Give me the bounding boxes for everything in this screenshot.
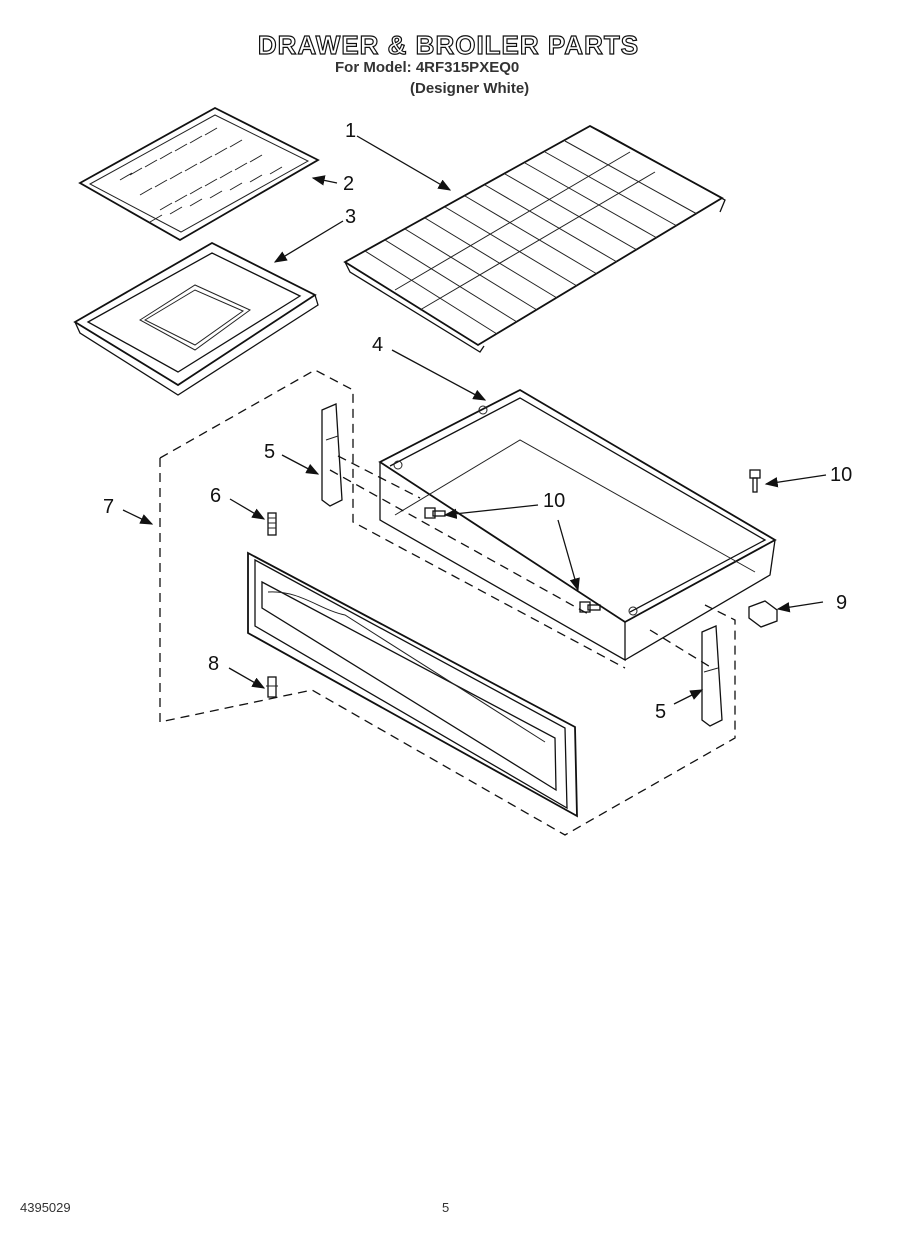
color-line: (Designer White) bbox=[410, 80, 530, 97]
callout-3: 3 bbox=[345, 206, 356, 228]
broiler-grid bbox=[78, 106, 320, 242]
callout-4: 4 bbox=[372, 334, 383, 356]
drawer-body bbox=[378, 388, 777, 662]
slide-guide-lines bbox=[329, 455, 713, 669]
drawer-front-outline bbox=[159, 369, 736, 836]
screw-part-8 bbox=[266, 676, 278, 698]
callout-10-center: 10 bbox=[543, 490, 565, 512]
callout-1: 1 bbox=[345, 120, 356, 142]
drawer-slide-left bbox=[321, 403, 343, 507]
drawer-front-panel bbox=[247, 551, 578, 818]
drawer-slide-right bbox=[701, 625, 723, 727]
screw-part-6 bbox=[267, 512, 277, 536]
screw-part-10-low bbox=[579, 601, 601, 613]
callout-2: 2 bbox=[343, 173, 354, 195]
page-number: 5 bbox=[442, 1200, 450, 1215]
page-title: DRAWER & BROILER PARTS bbox=[257, 29, 640, 60]
model-line: For Model: 4RF315PXEQ0 bbox=[335, 59, 520, 76]
oven-rack bbox=[343, 124, 726, 353]
callout-5-right: 5 bbox=[655, 701, 666, 723]
callout-10-right: 10 bbox=[830, 464, 852, 486]
callout-8: 8 bbox=[208, 653, 219, 675]
screw-part-10-top bbox=[749, 469, 761, 493]
callout-7: 7 bbox=[103, 496, 114, 518]
clip-part-9 bbox=[748, 600, 778, 628]
callout-9: 9 bbox=[836, 592, 847, 614]
broiler-pan bbox=[73, 241, 319, 396]
callout-5-left: 5 bbox=[264, 441, 275, 463]
callout-6: 6 bbox=[210, 485, 221, 507]
leader-lines bbox=[122, 135, 827, 705]
document-number: 4395029 bbox=[20, 1200, 71, 1215]
screw-part-10-mid bbox=[424, 507, 446, 519]
